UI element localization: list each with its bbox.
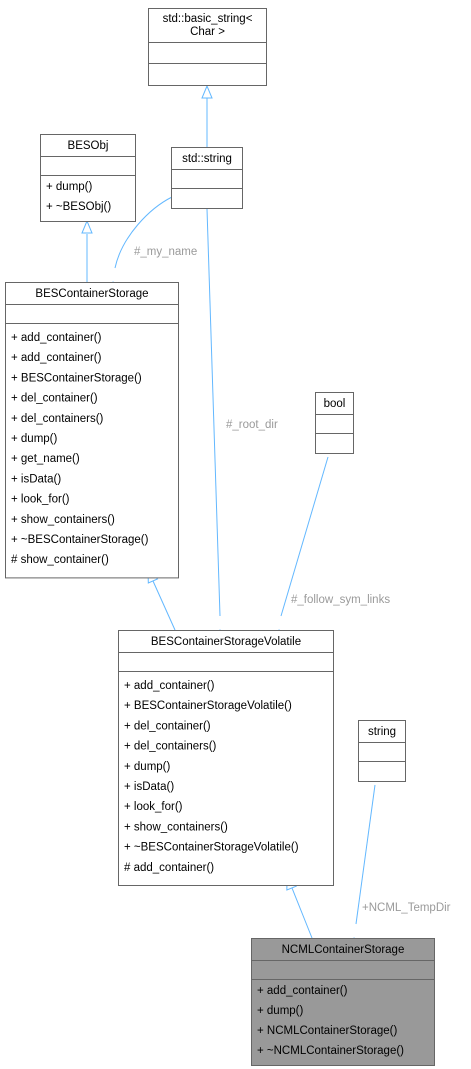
member-method: + dump() — [124, 761, 171, 773]
member-method: + show_containers() — [124, 821, 228, 833]
class-basic-string[interactable]: std::basic_string<Char > — [148, 8, 267, 86]
class-bool-title-line: bool — [324, 398, 346, 410]
class-bes-container-storage-title-line: BESContainerStorage — [35, 288, 148, 300]
member-method: + ~NCMLContainerStorage() — [257, 1045, 404, 1057]
member-method: + dump() — [11, 433, 58, 445]
class-besobj-title-line: BESObj — [68, 140, 109, 152]
member-method: + add_container() — [257, 985, 348, 997]
class-string[interactable]: string — [358, 720, 406, 782]
class-bes-container-storage-volatile-frame — [118, 630, 334, 886]
member-method: + add_container() — [11, 352, 102, 364]
class-bes-container-storage-frame — [5, 282, 179, 579]
class-bes-container-storage-volatile[interactable]: BESContainerStorageVolatile + add_contain… — [118, 630, 334, 886]
class-basic-string-title-line: Char > — [190, 26, 225, 38]
member-method: + del_containers() — [11, 413, 104, 425]
member-method: + del_containers() — [124, 741, 217, 753]
class-string-frame — [358, 720, 406, 782]
member-method: + dump() — [46, 181, 93, 193]
class-bes-container-storage[interactable]: BESContainerStorage + add_container() + ad… — [5, 282, 179, 579]
class-bool-frame — [315, 392, 354, 454]
edge-label-follow-sym-links: #_follow_sym_links — [291, 594, 390, 606]
member-method: + dump() — [257, 1005, 304, 1017]
assoc-follow-sym-links-line — [280, 456, 329, 617]
class-string-title-line: string — [368, 726, 396, 738]
edge-label-temp-dir: +NCML_TempDir — [362, 902, 451, 914]
class-ncml-container-storage-body — [251, 960, 435, 1066]
class-bool[interactable]: bool — [315, 392, 354, 454]
member-method: + isData() — [11, 473, 61, 485]
class-ncml-container-storage[interactable]: NCMLContainerStorage + add_container() + d… — [251, 938, 435, 1066]
member-method: + ~BESObj() — [46, 201, 111, 213]
member-method: + del_container() — [11, 393, 98, 405]
member-method: + get_name() — [11, 453, 80, 465]
inherit-storage-besobj-arrow — [81, 219, 93, 234]
inherit-volatile-storage-line — [152, 580, 176, 631]
inherit-string-basic-string-arrow — [201, 84, 213, 99]
member-method: + del_container() — [124, 720, 211, 732]
assoc-root-dir-line — [206, 208, 221, 617]
member-method: + ~BESContainerStorage() — [11, 534, 149, 546]
member-method: + BESContainerStorage() — [11, 372, 142, 384]
class-basic-string-title-line: std::basic_string< — [163, 13, 253, 25]
edge-label-root-dir: #_root_dir — [226, 419, 278, 431]
member-method: + NCMLContainerStorage() — [257, 1025, 397, 1037]
class-std-string-frame — [171, 147, 243, 209]
member-method: + add_container() — [11, 332, 102, 344]
edge-labels: #_my_name #_root_dir #_follow_sym_links +NC… — [134, 246, 451, 914]
edge-label-my-name: #_my_name — [134, 246, 197, 258]
member-method: + ~BESContainerStorageVolatile() — [124, 842, 299, 854]
member-method: + look_for() — [124, 801, 183, 813]
inherit-ncml-volatile-line — [291, 887, 313, 939]
member-method: + add_container() — [124, 680, 215, 692]
member-method: + BESContainerStorageVolatile() — [124, 700, 292, 712]
class-basic-string-frame — [148, 8, 267, 86]
member-method: + look_for() — [11, 494, 70, 506]
class-std-string[interactable]: std::string — [171, 147, 243, 209]
assoc-my-name-line — [114, 196, 173, 269]
member-method: + isData() — [124, 781, 174, 793]
class-std-string-title-line: std::string — [182, 153, 232, 165]
assoc-temp-dir-line — [355, 784, 376, 925]
member-method: # show_container() — [11, 554, 109, 566]
class-besobj-frame — [40, 134, 136, 222]
class-besobj[interactable]: BESObj + dump() + ~BESObj() — [40, 134, 136, 222]
class-bes-container-storage-volatile-title-line: BESContainerStorageVolatile — [151, 636, 301, 648]
member-method: + show_containers() — [11, 514, 115, 526]
member-method: # add_container() — [124, 862, 214, 874]
class-ncml-container-storage-title-line: NCMLContainerStorage — [282, 944, 405, 956]
